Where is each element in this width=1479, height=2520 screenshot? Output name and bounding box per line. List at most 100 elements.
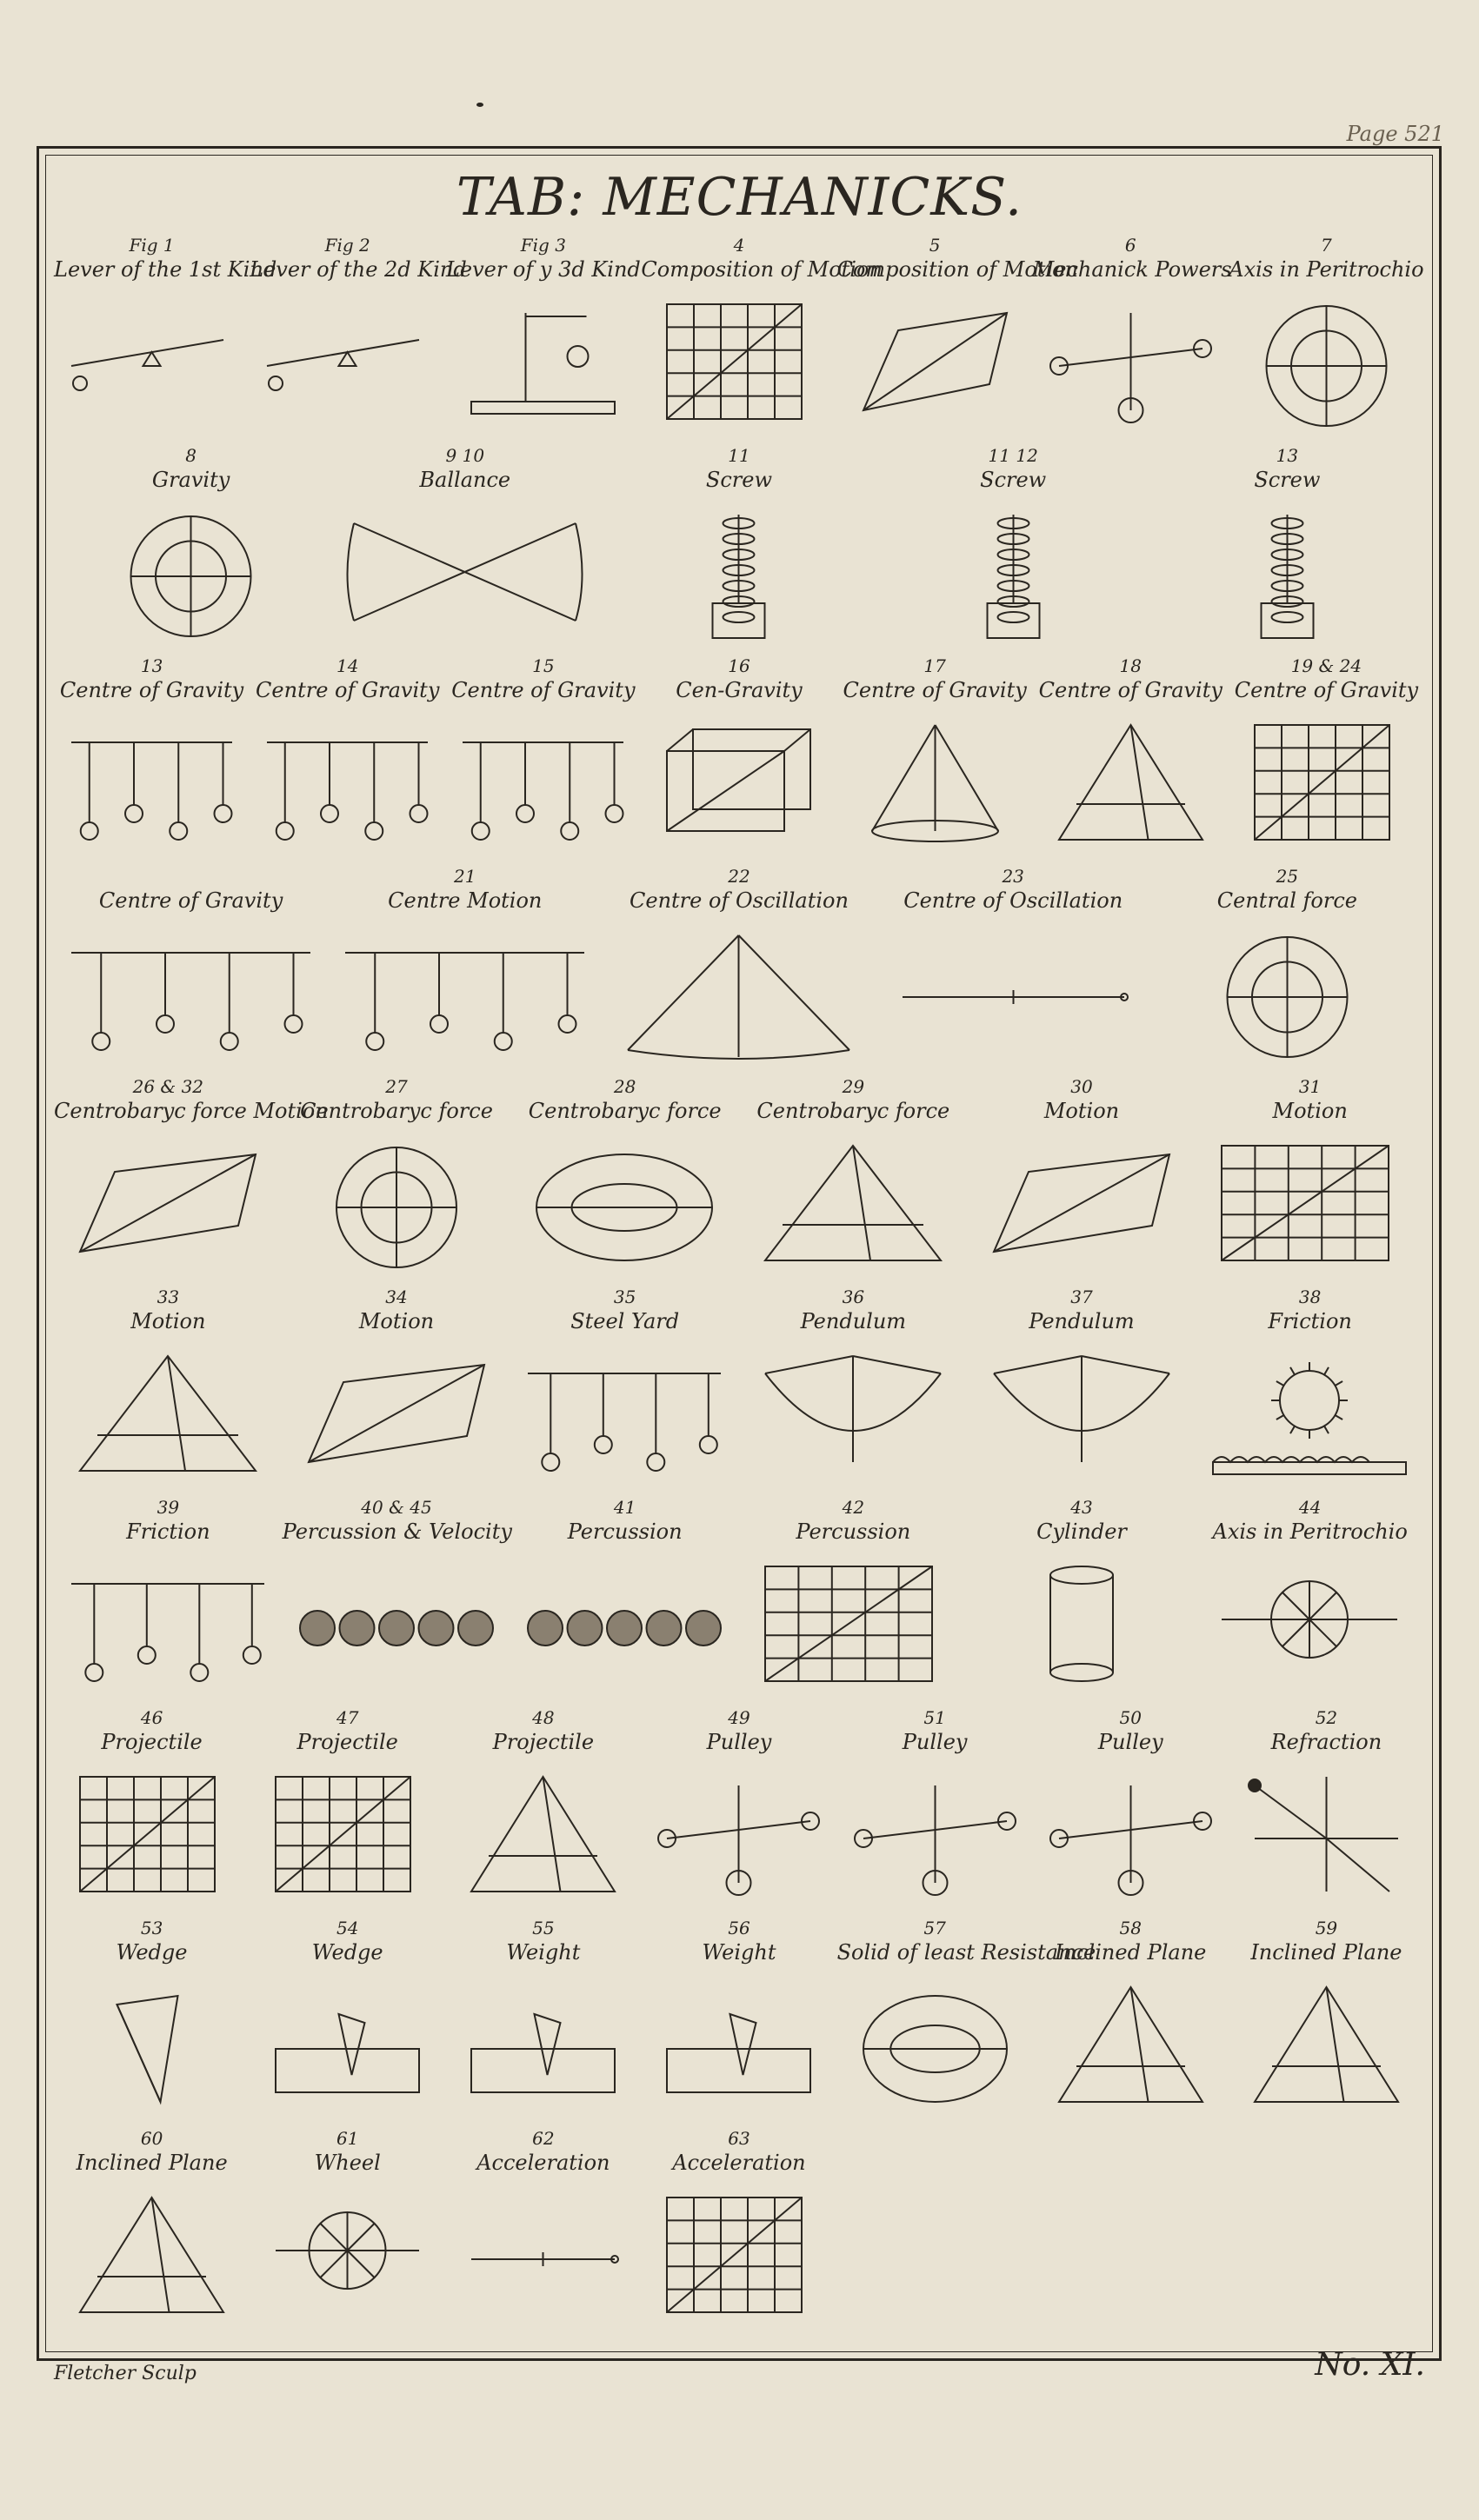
figure-diagram: [1237, 1768, 1416, 1909]
figure-number: 58: [1119, 1918, 1142, 1938]
figure-caption: Friction: [126, 1519, 210, 1544]
figure-caption: Refraction: [1270, 1730, 1382, 1754]
figure-number: 35: [613, 1287, 636, 1307]
figure-diagram: [63, 1347, 273, 1488]
figure-diagram: [1042, 716, 1220, 857]
figure-number: Fig 1: [129, 235, 175, 256]
figure-diagram: [1042, 296, 1220, 436]
figure-number: 15: [532, 655, 555, 676]
figure-caption: Wheel: [314, 2151, 381, 2175]
figure-diagram: [291, 1137, 502, 1278]
figure-caption: Centrobaryc force Motion: [54, 1099, 329, 1123]
figure-caption: Axis in Peritrochio: [1212, 1519, 1408, 1544]
figure-diagram: [1237, 1978, 1416, 2119]
figure-caption: Centre Motion: [388, 888, 543, 913]
figure-number: 16: [728, 655, 750, 676]
figure-diagram: [258, 1768, 436, 1909]
figure-number: 23: [1002, 866, 1024, 887]
figure-caption: Acceleration: [476, 2151, 610, 2175]
figure-diagram: [650, 1978, 828, 2119]
figure-number: 57: [923, 1918, 946, 1938]
figure-diagram: [519, 1347, 730, 1488]
figure-number: 8: [185, 445, 197, 466]
figure-caption: Motion: [1272, 1099, 1348, 1123]
figure-caption: Centrobaryc force: [300, 1099, 493, 1123]
figure-caption: Centre of Gravity: [451, 678, 636, 702]
figure-caption: Centre of Gravity: [256, 678, 440, 702]
figure-diagram: [846, 716, 1024, 857]
figure-diagram: [1204, 1347, 1415, 1488]
figure-number: 49: [728, 1707, 750, 1728]
figure-number: 41: [613, 1497, 636, 1518]
figure-caption: Centre of Gravity: [1234, 678, 1419, 702]
figure-caption: Pendulum: [1029, 1309, 1135, 1333]
figure-diagram: [454, 2189, 632, 2330]
figure-number: 11: [728, 445, 750, 466]
figure-caption: Motion: [130, 1309, 206, 1333]
figure-caption: Pulley: [706, 1730, 772, 1754]
figure-number: 4: [733, 235, 745, 256]
figure-diagram: [1237, 296, 1416, 436]
figure-diagram: [519, 1558, 730, 1699]
figure-diagram: [748, 1558, 958, 1699]
figure-number: 11 12: [988, 445, 1038, 466]
figure-diagram: [846, 1768, 1024, 1909]
figure-diagram: [336, 927, 593, 1067]
figure-diagram: [976, 1558, 1187, 1699]
figure-number: 42: [842, 1497, 865, 1518]
figure-number: 25: [1276, 866, 1299, 887]
figure-caption: Centre of Oscillation: [630, 888, 849, 913]
figure-caption: Axis in Peritrochio: [1229, 257, 1424, 282]
figure-caption: Centrobaryc force: [528, 1099, 722, 1123]
figure-caption: Projectile: [492, 1730, 595, 1754]
figure-caption: Wedge: [116, 1940, 188, 1965]
figure-caption: Gravity: [151, 468, 230, 492]
figure-number: 9 10: [445, 445, 485, 466]
figure-number: 51: [923, 1707, 946, 1728]
figure-caption: Lever of y 3d Kind: [445, 257, 641, 282]
figure-number: 29: [842, 1076, 865, 1097]
figure-caption: Motion: [1043, 1099, 1120, 1123]
figure-number: 40 & 45: [361, 1497, 432, 1518]
figure-diagram: [1042, 1768, 1220, 1909]
figure-number: 48: [532, 1707, 555, 1728]
figure-diagram: [63, 1558, 273, 1699]
figure-caption: Steel Yard: [570, 1309, 680, 1333]
figure-caption: Solid of least Resistance: [836, 1940, 1096, 1965]
figure-diagram: [63, 506, 319, 647]
plate-inner-border: [45, 155, 1433, 2352]
figure-number: 22: [728, 866, 750, 887]
figure-diagram: [258, 296, 436, 436]
figure-diagram: [63, 1137, 273, 1278]
figure-caption: Centre of Gravity: [1038, 678, 1223, 702]
figure-caption: Centre of Gravity: [843, 678, 1027, 702]
figure-caption: Lever of the 2d Kind: [250, 257, 467, 282]
figure-number: 13: [1276, 445, 1299, 466]
figure-caption: Screw: [980, 468, 1047, 492]
figure-number: 46: [140, 1707, 163, 1728]
figure-number: 36: [842, 1287, 865, 1307]
figure-caption: Centre of Oscillation: [903, 888, 1123, 913]
figure-diagram: [63, 1978, 241, 2119]
figure-diagram: [846, 296, 1024, 436]
figure-diagram: [885, 506, 1142, 647]
figure-diagram: [63, 1768, 241, 1909]
